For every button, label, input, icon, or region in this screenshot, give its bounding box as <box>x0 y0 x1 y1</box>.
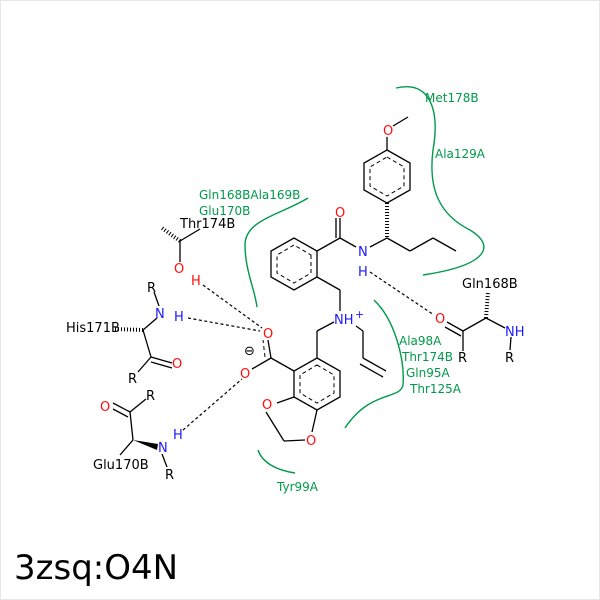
atom-o-carboxylate-1: O <box>263 327 273 342</box>
atom-r: R <box>165 468 174 483</box>
atom-o-thr174b: O <box>174 262 184 277</box>
atom-o-amide: O <box>335 206 345 221</box>
atom-o-carboxylate-2: O <box>240 367 250 382</box>
residue-his171b <box>114 291 173 373</box>
atom-h-amide: H <box>358 265 368 280</box>
atom-n-glu170b: N <box>158 441 168 456</box>
charge-minus: ⊖ <box>244 344 255 359</box>
atom-nh-plus: NH <box>334 313 354 328</box>
hydrogen-bonds <box>182 271 435 431</box>
atom-nh-gln168b: NH <box>505 325 525 340</box>
atom-o-his171b: O <box>172 357 182 372</box>
residue-glu170b <box>112 398 168 468</box>
label-glu170b: Glu170B <box>93 458 149 473</box>
wedge-bond <box>133 440 158 450</box>
label-gln168b: Gln168B <box>462 277 518 292</box>
label-ala98a: Ala98A <box>399 334 442 348</box>
diagram-title: 3zsq:O4N <box>14 548 179 588</box>
atom-r: R <box>505 351 514 366</box>
atom-r: R <box>128 372 137 387</box>
label-glu170b-hydrophobic: Glu170B <box>199 204 250 218</box>
label-gln95a: Gln95A <box>406 366 451 380</box>
residue-gln168b <box>444 291 512 351</box>
atom-h-thr174b: H <box>191 274 201 289</box>
label-tyr99a: Tyr99A <box>276 480 319 494</box>
atom-r: R <box>458 351 467 366</box>
atom-r: R <box>146 389 155 404</box>
atom-o-dioxole-2: O <box>306 434 316 449</box>
ligand <box>251 116 457 442</box>
atom-o-dioxole-1: O <box>262 398 272 413</box>
atom-h-his171b: H <box>174 310 184 325</box>
residue-thr174b <box>160 226 201 262</box>
charge-plus: + <box>355 308 364 321</box>
atom-o-glu170b: O <box>100 400 110 415</box>
label-his171b: His171B <box>66 321 120 336</box>
atom-o-gln168b: O <box>435 312 445 327</box>
hydrophobic-contacts <box>244 86 485 474</box>
atom-h-glu170b: H <box>173 428 183 443</box>
label-thr174b-hydrophobic: Thr174B <box>401 350 453 364</box>
atom-r: R <box>147 281 156 296</box>
atom-o-methoxy: O <box>383 124 393 139</box>
atom-n-amide: N <box>358 245 368 260</box>
label-met178b: Met178B <box>425 91 479 105</box>
label-thr125a: Thr125A <box>409 382 462 396</box>
atom-n-his171b: N <box>155 307 165 322</box>
label-gln168b-ala169b: Gln168BAla169B <box>199 188 300 202</box>
label-ala129a: Ala129A <box>435 147 486 161</box>
label-thr174b: Thr174B <box>179 217 235 232</box>
